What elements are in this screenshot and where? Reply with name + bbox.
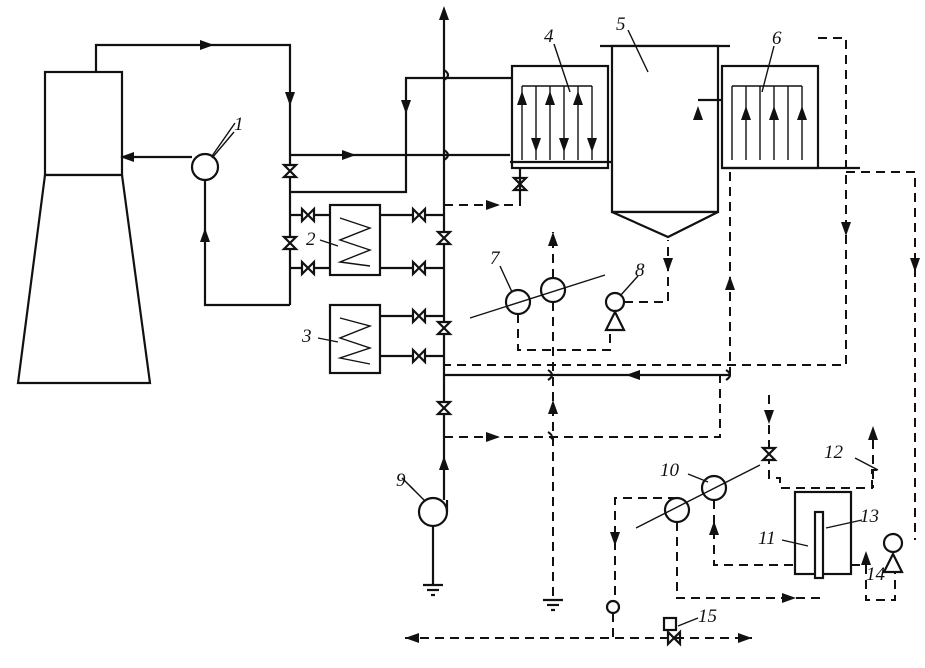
circulation-pump-1: [190, 122, 236, 182]
label-11: 11: [758, 528, 776, 549]
label-12: 12: [824, 442, 844, 463]
pump-8: [604, 291, 626, 332]
furnace-outlet-line: [94, 43, 292, 110]
heat-exchanger-2: [328, 203, 382, 277]
label-6: 6: [772, 28, 782, 49]
pump-7: [469, 274, 606, 319]
label-9: 9: [396, 470, 406, 491]
separator-vessel-5: [600, 44, 730, 239]
pump-14: [882, 532, 904, 574]
furnace: [16, 70, 152, 385]
label-2: 2: [306, 229, 316, 250]
water-pump-9: [401, 477, 449, 528]
label-8: 8: [635, 260, 645, 281]
label-3: 3: [301, 326, 312, 347]
label-15: 15: [698, 606, 717, 627]
label-4: 4: [544, 26, 554, 47]
label-14: 14: [866, 564, 886, 585]
label-1: 1: [234, 114, 244, 135]
label-13: 13: [860, 506, 879, 527]
label-5: 5: [616, 14, 626, 35]
pump-10: [635, 464, 761, 529]
heat-exchanger-3: [328, 303, 382, 375]
unit-11: [793, 490, 853, 580]
valve-15: [662, 616, 682, 647]
heat-exchanger-4: [510, 64, 610, 170]
label-10: 10: [660, 460, 680, 481]
label-7: 7: [490, 248, 501, 269]
